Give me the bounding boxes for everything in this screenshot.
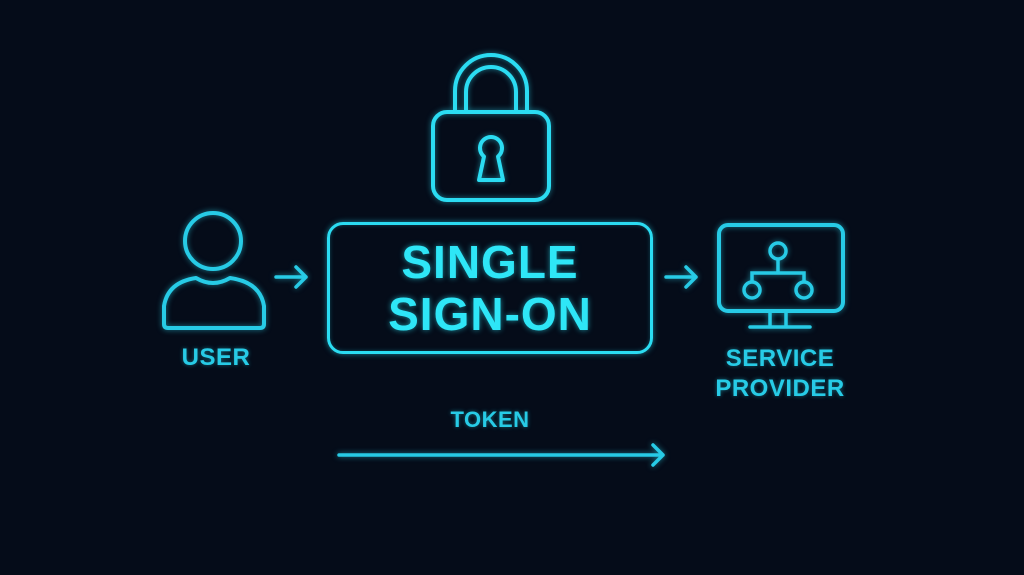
sso-title-line-2: SIGN-ON <box>388 288 592 340</box>
monitor-network-icon <box>717 223 845 329</box>
service-provider-label-line-1: SERVICE <box>725 345 835 372</box>
arrow-right-icon <box>664 265 698 289</box>
user-icon <box>162 211 266 330</box>
single-sign-on-box: SINGLE SIGN-ON <box>327 222 653 354</box>
user-label: USER <box>181 344 251 371</box>
sso-title-line-1: SINGLE <box>401 236 579 288</box>
long-arrow-right-icon <box>337 443 665 467</box>
service-provider-label: SERVICE PROVIDER <box>700 344 860 404</box>
token-label: TOKEN <box>450 407 530 432</box>
service-provider-label-line-2: PROVIDER <box>715 375 845 402</box>
arrow-right-icon <box>274 265 308 289</box>
padlock-icon <box>431 53 551 202</box>
